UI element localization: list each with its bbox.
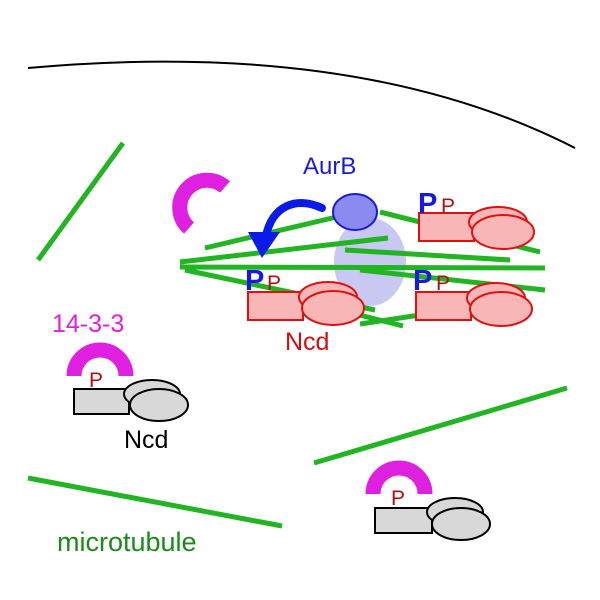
ncd-active-middle-left <box>247 281 365 326</box>
phosphorylation-arrow <box>262 199 326 240</box>
ncd-head-front <box>301 290 365 326</box>
14-3-3-cap-right <box>365 460 433 495</box>
microtubule-lower-right <box>313 385 568 466</box>
ncd-tail <box>418 212 475 242</box>
free-microtubules <box>27 141 568 529</box>
phospho-P-large: P <box>245 265 264 297</box>
ncd-tail <box>247 291 304 321</box>
phosphorylation-arrow-head <box>248 232 280 258</box>
spindle-mt-1 <box>204 212 346 251</box>
ncd-head-front <box>129 388 189 422</box>
ncd-free-label: Ncd <box>124 426 168 454</box>
phospho-P-small: P <box>441 195 455 218</box>
ncd-head-front <box>431 507 491 541</box>
phospho-P-small: P <box>391 487 405 510</box>
ncd-active-upper-right <box>418 206 535 250</box>
aurb-kinase <box>332 193 378 231</box>
ncd-head-front <box>471 214 535 250</box>
ncd-spindle-label: Ncd <box>285 328 329 356</box>
microtubule-lower-left <box>27 475 283 529</box>
ncd-inactive-right <box>374 497 491 541</box>
spindle-mt-2 <box>179 235 389 265</box>
phospho-P-large: P <box>418 188 437 220</box>
spindle-mt-3 <box>179 264 546 271</box>
free-14-3-3-icon <box>172 172 230 234</box>
ncd-tail <box>73 388 130 415</box>
14-3-3-cap-left <box>66 342 134 377</box>
ncd-tail <box>374 507 433 534</box>
spindle-mt-6 <box>344 247 511 263</box>
cell-membrane-arc <box>27 60 576 149</box>
ncd-active-middle-right <box>415 282 533 327</box>
microtubule-label: microtubule <box>57 527 197 557</box>
ncd-inactive-left <box>73 379 189 422</box>
phospho-P-large: P <box>413 265 432 297</box>
protein-14-3-3-label: 14-3-3 <box>52 310 124 338</box>
ncd-head-front <box>469 291 533 327</box>
microtubule-upper-left <box>35 141 126 262</box>
phospho-P-small: P <box>267 272 281 295</box>
aurb-label: AurB <box>303 153 356 180</box>
phospho-P-small: P <box>89 369 103 392</box>
phospho-P-small: P <box>436 272 450 295</box>
